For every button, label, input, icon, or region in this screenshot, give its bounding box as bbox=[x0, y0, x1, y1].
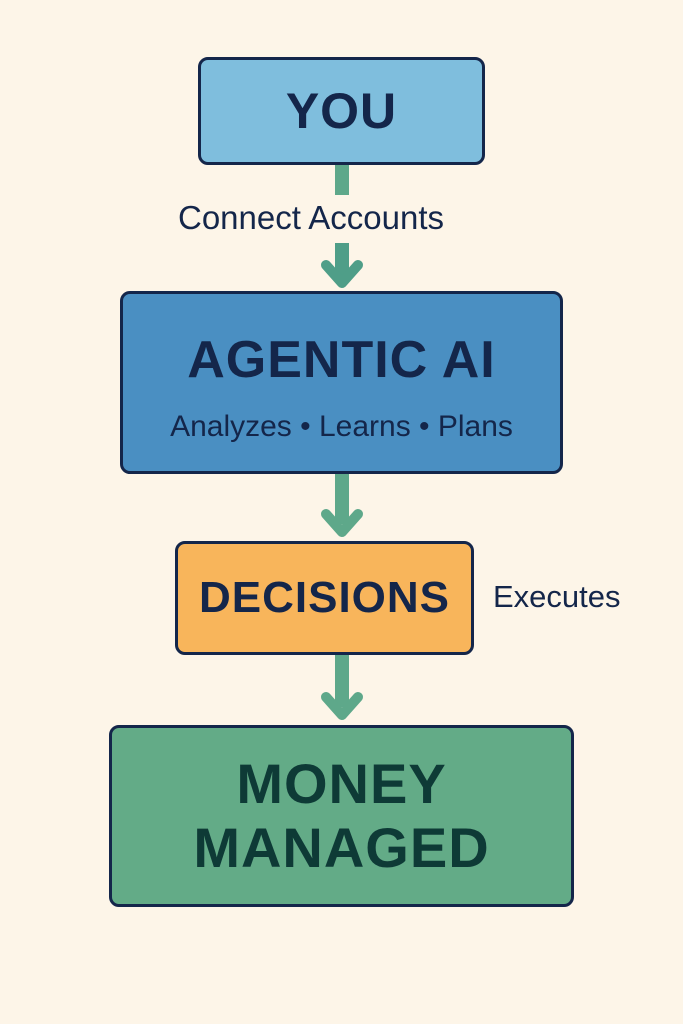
node-money-managed-line2: MANAGED bbox=[193, 816, 490, 879]
node-agentic-ai: AGENTIC AI Analyzes • Learns • Plans bbox=[120, 291, 563, 474]
node-decisions: DECISIONS bbox=[175, 541, 474, 655]
node-agentic-ai-subtitle: Analyzes • Learns • Plans bbox=[170, 409, 513, 443]
node-you-title: YOU bbox=[285, 83, 398, 139]
node-you: YOU bbox=[198, 57, 485, 165]
arrow-down-icon bbox=[321, 655, 363, 720]
node-agentic-ai-title: AGENTIC AI bbox=[187, 330, 496, 389]
arrow-down-icon bbox=[321, 474, 363, 537]
node-money-managed-line1: MONEY bbox=[236, 752, 447, 815]
edge-label-executes: Executes bbox=[493, 579, 621, 614]
arrow-down-icon bbox=[321, 165, 363, 288]
edge-label-connect-accounts: Connect Accounts bbox=[178, 199, 444, 236]
node-money-managed: MONEY MANAGED bbox=[109, 725, 574, 907]
node-decisions-title: DECISIONS bbox=[198, 573, 451, 622]
